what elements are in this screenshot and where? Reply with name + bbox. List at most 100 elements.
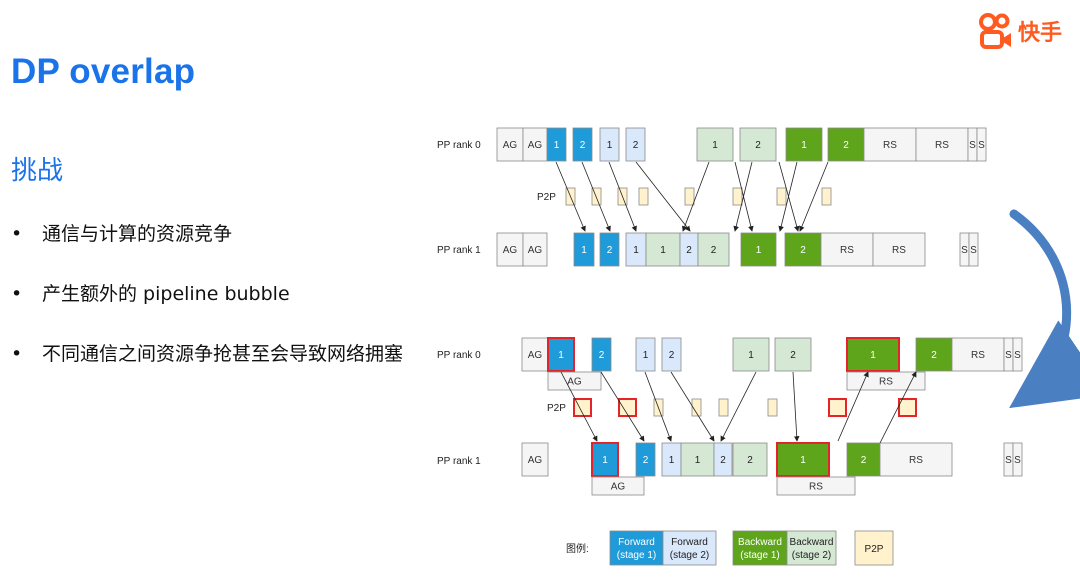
- p2p-arrow: [778, 161, 798, 232]
- timeline-block: [661, 337, 682, 372]
- p2p-arrow: [555, 161, 586, 232]
- bullet-dot: •: [11, 283, 23, 305]
- p2p-arrow: [635, 161, 691, 232]
- p2p-label-bottom: P2P: [547, 403, 566, 414]
- block-label: 2: [800, 245, 806, 256]
- rank0-label-top: PP rank 0: [437, 140, 481, 151]
- block-label: AG: [528, 140, 543, 151]
- timeline-block: [827, 127, 865, 162]
- timeline-block: [635, 337, 656, 372]
- p2p-arrow: [560, 371, 598, 442]
- timeline-block: [599, 232, 620, 267]
- transition-arrow: [1009, 209, 1080, 409]
- block-label: 1: [748, 350, 754, 361]
- bullet-dot: •: [11, 223, 23, 245]
- block-label: 2: [633, 140, 639, 151]
- section-heading: 挑战: [11, 156, 64, 186]
- legend-label: Backward: [790, 537, 834, 548]
- timeline-block: [872, 232, 926, 267]
- block-label: 1: [554, 140, 560, 151]
- block-label: AG: [503, 245, 518, 256]
- block-label: AG: [528, 350, 543, 361]
- p2p-block: [638, 187, 649, 206]
- p2p-arrow: [644, 371, 672, 442]
- timeline-block: [1012, 442, 1023, 477]
- timeline-block: [521, 337, 549, 372]
- bullet-dot: •: [11, 343, 23, 365]
- bullet-item: •产生额外的 pipeline bubble: [10, 282, 420, 307]
- overlap-highlight: [898, 398, 917, 417]
- timeline-block: [522, 232, 548, 267]
- block-label: RS: [935, 140, 949, 151]
- block-label: 2: [755, 140, 761, 151]
- timeline-block: [713, 442, 733, 477]
- bullet-item: • 通信与计算的资源竞争: [10, 222, 420, 247]
- p2p-label-top: P2P: [537, 192, 556, 203]
- timeline-block: [820, 232, 874, 267]
- block-label: 1: [756, 245, 762, 256]
- legend-label: Forward: [618, 537, 655, 548]
- overlap-highlight: [547, 337, 575, 372]
- p2p-arrow: [608, 161, 637, 232]
- p2p-arrow: [799, 161, 829, 232]
- legend-label: (stage 1): [617, 550, 656, 561]
- legend-title: 图例:: [566, 542, 589, 555]
- timeline-block: [774, 337, 812, 372]
- p2p-block: [821, 187, 832, 206]
- block-label: S: [1005, 455, 1012, 466]
- block-label: 1: [695, 455, 701, 466]
- bullet-text: 通信与计算的资源竞争: [42, 223, 233, 245]
- ag-overlap-block: [591, 476, 645, 496]
- kuaishou-logo: 快手: [960, 0, 1080, 62]
- timeline-block: [879, 442, 953, 477]
- p2p-arrow: [581, 161, 611, 232]
- legend-swatch-f2: [662, 530, 717, 566]
- p2p-block: [767, 398, 778, 417]
- legend-swatch-p2p: [854, 530, 894, 566]
- p2p-arrow: [670, 371, 715, 442]
- overlap-highlight: [618, 398, 637, 417]
- block-label: 1: [602, 455, 608, 466]
- timeline-block: [572, 127, 593, 162]
- block-label: RS: [883, 140, 897, 151]
- block-label: RS: [971, 350, 985, 361]
- block-label: S: [961, 245, 968, 256]
- timeline-block: [573, 232, 595, 267]
- block-label: 2: [686, 245, 692, 256]
- block-label: 1: [712, 140, 718, 151]
- block-label: RS: [879, 377, 893, 388]
- p2p-block: [732, 187, 743, 206]
- block-label: 2: [843, 140, 849, 151]
- block-label: 2: [747, 455, 753, 466]
- block-label: AG: [528, 455, 543, 466]
- legend-label: Forward: [671, 537, 708, 548]
- block-label: AG: [611, 482, 626, 493]
- timeline-block: [732, 337, 770, 372]
- timeline-block: [968, 232, 979, 267]
- timeline-block: [863, 127, 917, 162]
- block-label: AG: [528, 245, 543, 256]
- block-label: 2: [643, 455, 649, 466]
- block-label: 1: [870, 350, 876, 361]
- overlap-highlight: [591, 442, 619, 477]
- legend-label: Backward: [738, 537, 782, 548]
- block-label: 2: [669, 350, 675, 361]
- timeline-block: [732, 442, 768, 477]
- block-label: RS: [909, 455, 923, 466]
- overlap-highlight: [776, 442, 830, 477]
- legend-swatch-b1: [732, 530, 788, 566]
- timeline-block: [591, 337, 612, 372]
- p2p-block: [718, 398, 729, 417]
- timeline-block: [785, 127, 823, 162]
- p2p-block: [691, 398, 702, 417]
- block-label: S: [1014, 455, 1021, 466]
- block-label: S: [970, 245, 977, 256]
- block-label: 2: [580, 140, 586, 151]
- block-label: AG: [503, 140, 518, 151]
- block-label: S: [1005, 350, 1012, 361]
- timeline-block: [697, 232, 730, 267]
- rs-overlap-block: [776, 476, 856, 496]
- bullet-text: 不同通信之间资源争抢甚至会导致网络拥塞: [42, 343, 404, 365]
- legend-label: P2P: [865, 544, 884, 555]
- block-label: S: [978, 140, 985, 151]
